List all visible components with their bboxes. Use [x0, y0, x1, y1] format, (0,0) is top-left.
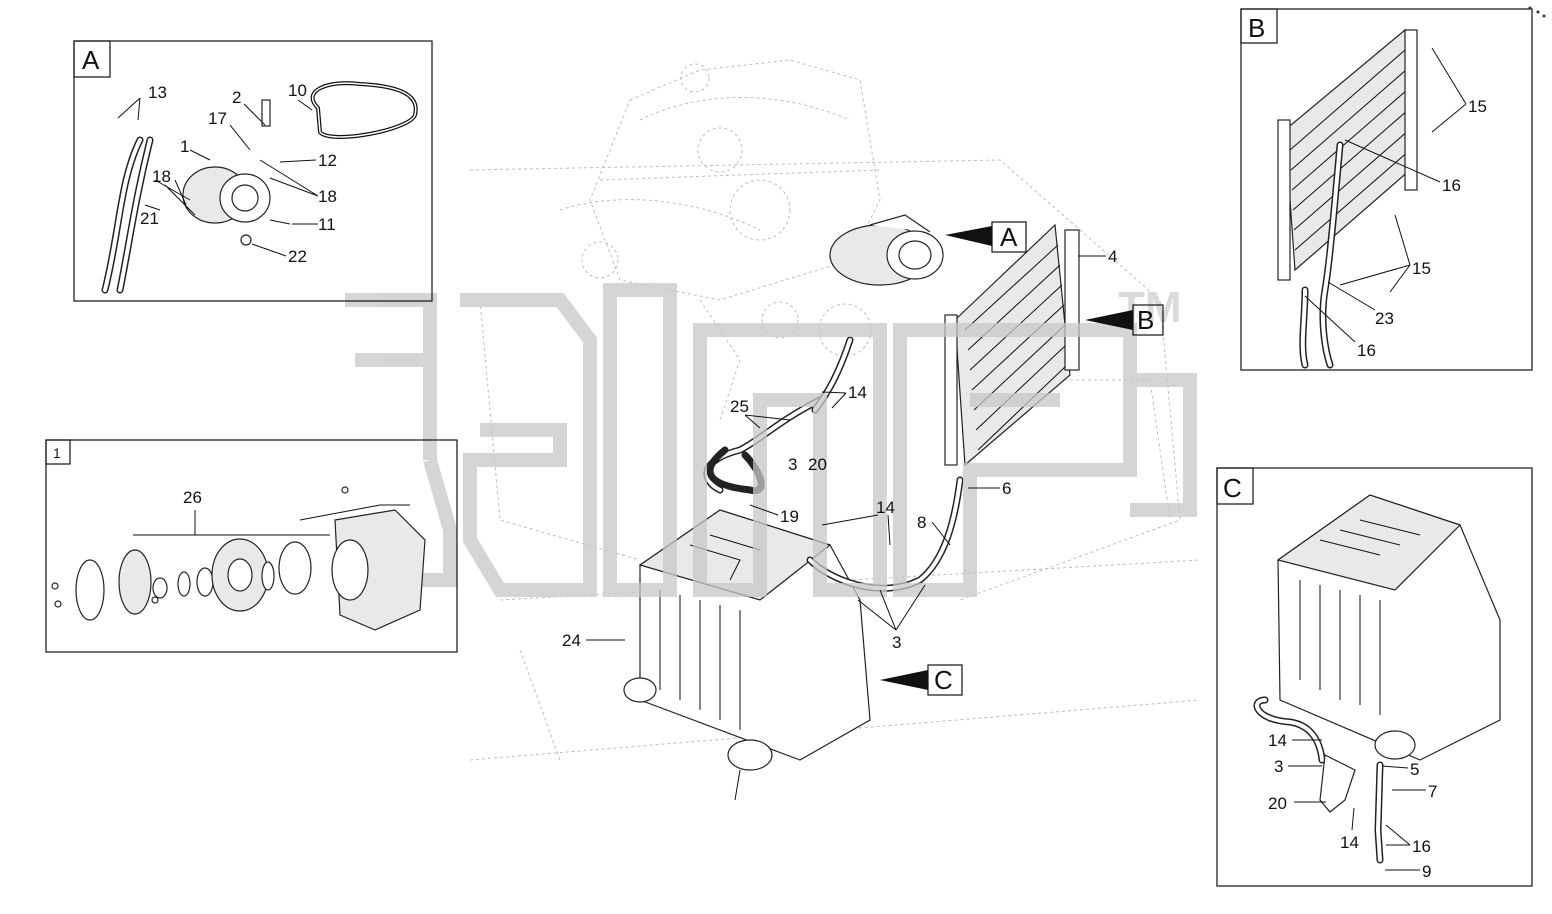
main-label-20: 20	[808, 455, 827, 474]
view-c-tag: C	[1223, 473, 1242, 503]
view-a-label-12: 12	[318, 151, 337, 170]
view-c-label-3: 3	[1274, 757, 1283, 776]
view-b-frame	[1240, 8, 1533, 371]
view-a-label-10: 10	[288, 81, 307, 100]
view-b-label-16a: 16	[1442, 176, 1461, 195]
callout-b-box	[1132, 304, 1164, 336]
view-c-label-9: 9	[1422, 862, 1431, 881]
callout-b[interactable]: B	[1137, 305, 1154, 335]
view-b: B 15 16 15 23 16	[1240, 8, 1533, 371]
view-c-tag-box	[1216, 467, 1254, 505]
callout-arrow-c	[880, 670, 928, 690]
main-label-8: 8	[917, 513, 926, 532]
view-b-label-15a: 15	[1468, 97, 1487, 116]
main-label-14b: 14	[876, 498, 895, 517]
view-1-tag: 1	[53, 445, 61, 461]
callout-arrow-a	[945, 226, 992, 246]
view-a-label-13: 13	[148, 83, 167, 102]
view-c-label-7: 7	[1428, 782, 1437, 801]
view-c-label-16: 16	[1412, 837, 1431, 856]
view-a-label-22: 22	[288, 247, 307, 266]
main-label-19: 19	[780, 507, 799, 526]
view-1: 1 26	[45, 439, 458, 653]
condenser-main	[944, 223, 1080, 467]
view-a-label-17: 17	[208, 109, 227, 128]
view-a-label-1: 1	[180, 137, 189, 156]
view-b-label-23: 23	[1375, 309, 1394, 328]
view-1-tag-box	[45, 439, 71, 465]
view-a-label-2: 2	[232, 88, 241, 107]
watermark: TM	[338, 283, 1197, 597]
view-c: C 14 3 5 7 20 14 16 9	[1216, 467, 1533, 887]
view-a-label-18a: 18	[318, 187, 337, 206]
view-1-label-26: 26	[183, 488, 202, 507]
hvac-box-main	[623, 509, 871, 801]
view-a-tag-box	[73, 40, 111, 78]
view-a-tag: A	[82, 45, 100, 75]
main-label-6: 6	[1002, 479, 1011, 498]
view-a-label-18b: 18	[152, 167, 171, 186]
callout-c-box	[927, 664, 963, 696]
callout-a-box	[991, 221, 1027, 253]
view-a: A 13 2 10 17 1 12 18 18 21 11 22	[73, 40, 433, 302]
compressor-main	[829, 214, 944, 286]
view-c-label-14a: 14	[1268, 731, 1287, 750]
main-label-3a: 3	[788, 455, 797, 474]
view-b-tag: B	[1248, 13, 1265, 43]
view-c-label-14b: 14	[1340, 833, 1359, 852]
view-a-frame	[73, 40, 433, 302]
callout-a[interactable]: A	[1000, 222, 1018, 252]
main-label-25: 25	[730, 397, 749, 416]
view-b-tag-box	[1240, 8, 1278, 44]
corner-marks	[1528, 6, 1546, 18]
callout-c[interactable]: C	[934, 665, 953, 695]
view-c-label-5: 5	[1410, 760, 1419, 779]
view-b-label-16b: 16	[1357, 341, 1376, 360]
view-c-label-20: 20	[1268, 794, 1287, 813]
view-a-label-21: 21	[140, 209, 159, 228]
view-c-frame	[1216, 467, 1533, 887]
view-1-frame	[45, 439, 458, 653]
main-label-4: 4	[1108, 247, 1117, 266]
main-label-24: 24	[562, 631, 581, 650]
main-callouts: A B C 4 14 25 3 20 19 6 14 8 3 24	[562, 221, 1164, 696]
view-a-label-11: 11	[318, 215, 336, 234]
main-label-3b: 3	[892, 633, 901, 652]
main-label-14: 14	[848, 383, 867, 402]
view-b-label-15b: 15	[1412, 259, 1431, 278]
callout-arrow-b	[1085, 310, 1133, 330]
